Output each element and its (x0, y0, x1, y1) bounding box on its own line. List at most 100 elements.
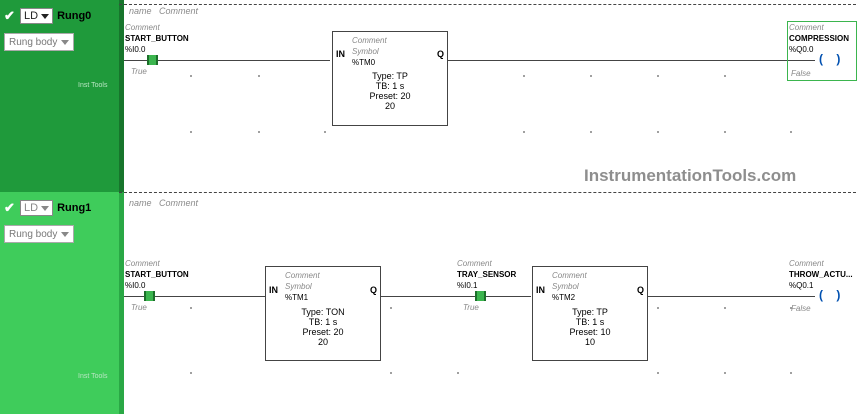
wire (647, 296, 815, 297)
block-comment[interactable]: Comment (352, 36, 387, 45)
timer-block[interactable]: IN Q Comment Symbol %TM2 Type: TP TB: 1 … (532, 266, 648, 361)
wire (380, 296, 531, 297)
contact-symbol[interactable]: START_BUTTON (125, 34, 189, 43)
rung-1-rail (119, 192, 124, 414)
block-comment[interactable]: Comment (285, 271, 320, 280)
wire (124, 60, 330, 61)
checkmark-icon[interactable]: ✔ (4, 8, 15, 23)
rung-comment-field: Comment (159, 6, 199, 16)
block-type: Type: TON (301, 307, 345, 317)
grid-dot (523, 75, 525, 77)
rung-1-sidebar[interactable]: ✔ LD Rung1 Rung body Inst Tools (0, 192, 119, 414)
block-preset: Preset: 20 (302, 327, 344, 337)
contact-comment[interactable]: Comment (125, 23, 160, 32)
contact-no[interactable] (144, 291, 155, 301)
rung-body-label: Rung body (9, 36, 58, 48)
rung-1[interactable]: ✔ LD Rung1 Rung body Inst Tools name Com… (0, 192, 860, 414)
timer-block[interactable]: IN Q Comment Symbol %TM1 Type: TON TB: 1… (265, 266, 381, 361)
block-id[interactable]: %TM1 (285, 293, 309, 302)
wire (447, 60, 815, 61)
block-type: Type: TP (572, 307, 608, 317)
rung-body-dropdown[interactable]: Rung body (4, 33, 75, 51)
block-value: 20 (384, 101, 395, 111)
grid-dot (590, 75, 592, 77)
chevron-down-icon (61, 231, 70, 237)
coil-selection[interactable] (787, 21, 857, 81)
grid-dot (190, 131, 192, 133)
language-label: LD (24, 10, 39, 22)
block-id[interactable]: %TM0 (352, 58, 376, 67)
block-q-pin: Q (369, 285, 377, 295)
block-value: 20 (317, 337, 328, 347)
contact-no[interactable] (475, 291, 486, 301)
coil-symbol-icon[interactable]: ( ) (819, 52, 846, 66)
contact-comment[interactable]: Comment (125, 259, 160, 268)
grid-dot (390, 372, 392, 374)
rung-1-name-comment[interactable]: name Comment (129, 198, 198, 208)
coil-address[interactable]: %Q0.0 (789, 45, 814, 54)
language-dropdown[interactable]: LD (20, 200, 54, 216)
checkmark-icon[interactable]: ✔ (4, 200, 15, 215)
watermark: InstrumentationTools.com (584, 166, 797, 185)
grid-dot (324, 131, 326, 133)
coil-symbol[interactable]: COMPRESSION (789, 34, 850, 43)
block-id[interactable]: %TM2 (552, 293, 576, 302)
block-symbol[interactable]: Symbol (285, 282, 312, 291)
rung-0-canvas[interactable]: name Comment Comment START_BUTTON %I0.0 … (124, 0, 860, 192)
grid-dot (657, 307, 659, 309)
rung-0-sidebar[interactable]: ✔ LD Rung0 Rung body Inst Tools (0, 0, 119, 192)
coil-symbol[interactable]: THROW_ACTU... (789, 270, 853, 279)
rung-body-dropdown[interactable]: Rung body (4, 225, 75, 243)
coil-symbol-icon[interactable]: ( ) (819, 288, 846, 302)
grid-dot (258, 75, 260, 77)
contact-no[interactable] (147, 55, 158, 65)
contact-symbol[interactable]: TRAY_SENSOR (457, 270, 517, 279)
block-params: Type: TP TB: 1 s Preset: 20 20 (333, 71, 447, 111)
wire (124, 296, 265, 297)
block-in-pin: IN (269, 285, 278, 295)
timer-block[interactable]: IN Q Comment Symbol %TM0 Type: TP TB: 1 … (332, 31, 448, 126)
block-q-pin: Q (636, 285, 644, 295)
grid-dot (724, 131, 726, 133)
sidebar-watermark: Inst Tools (78, 82, 108, 89)
rung-name: Rung0 (57, 10, 92, 22)
block-preset: Preset: 20 (369, 91, 411, 101)
grid-dot (657, 372, 659, 374)
grid-dot (190, 307, 192, 309)
contact-state: True (131, 303, 147, 312)
rung-comment-field: Comment (159, 198, 199, 208)
block-symbol[interactable]: Symbol (552, 282, 579, 291)
block-symbol[interactable]: Symbol (352, 47, 379, 56)
block-params: Type: TP TB: 1 s Preset: 10 10 (533, 307, 647, 347)
coil-state: False (791, 69, 811, 78)
block-q-pin: Q (436, 49, 444, 59)
contact-address[interactable]: %I0.0 (125, 281, 146, 290)
grid-dot (657, 75, 659, 77)
grid-dot (258, 131, 260, 133)
coil-address[interactable]: %Q0.1 (789, 281, 814, 290)
block-comment[interactable]: Comment (552, 271, 587, 280)
grid-dot (523, 131, 525, 133)
chevron-down-icon (61, 39, 70, 45)
rung-1-canvas[interactable]: name Comment Comment START_BUTTON %I0.0 … (124, 192, 860, 414)
block-tb: TB: 1 s (375, 81, 405, 91)
coil-comment[interactable]: Comment (789, 23, 824, 32)
language-label: LD (24, 202, 39, 214)
rung-0-name-comment[interactable]: name Comment (129, 6, 198, 16)
language-dropdown[interactable]: LD (20, 8, 54, 24)
sidebar-watermark: Inst Tools (78, 373, 108, 380)
grid-dot (790, 307, 792, 309)
coil-comment[interactable]: Comment (789, 259, 824, 268)
contact-address[interactable]: %I0.1 (457, 281, 478, 290)
contact-address[interactable]: %I0.0 (125, 45, 146, 54)
rung-0[interactable]: ✔ LD Rung0 Rung body Inst Tools name Com… (0, 0, 860, 192)
rung-1-top-border (119, 192, 856, 193)
grid-dot (590, 131, 592, 133)
contact-symbol[interactable]: START_BUTTON (125, 270, 189, 279)
contact-comment[interactable]: Comment (457, 259, 492, 268)
block-params: Type: TON TB: 1 s Preset: 20 20 (266, 307, 380, 347)
coil-state: False (791, 304, 811, 313)
rung-1-header: ✔ LD Rung1 (4, 200, 91, 216)
rung-name: Rung1 (57, 202, 92, 214)
grid-dot (724, 307, 726, 309)
